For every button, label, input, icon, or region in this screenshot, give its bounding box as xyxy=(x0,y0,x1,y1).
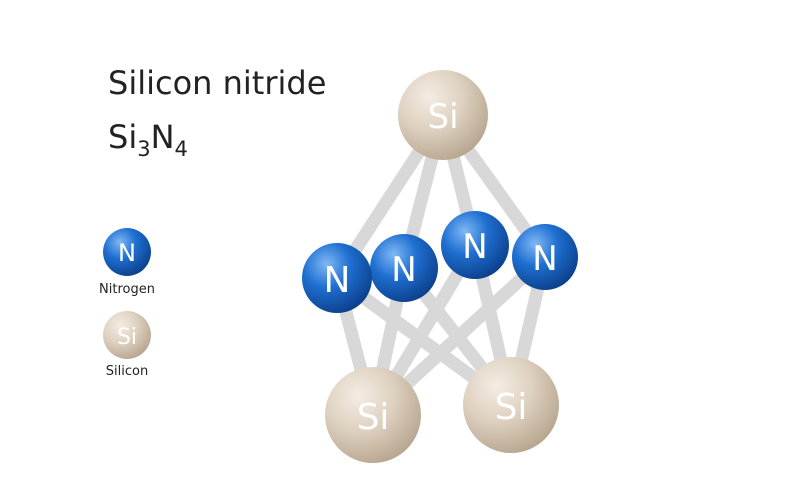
legend-silicon: Si xyxy=(103,311,151,359)
atom-label: Si xyxy=(357,397,390,438)
legend-nitrogen: N xyxy=(103,228,151,276)
page-title: Silicon nitride xyxy=(108,64,327,102)
nitrogen-atom xyxy=(512,224,578,290)
nitrogen-legend-ball xyxy=(103,228,151,276)
atom-label: N xyxy=(391,250,416,290)
legend-label-nitrogen: Nitrogen xyxy=(99,282,155,297)
atom-top-si: Si xyxy=(398,70,488,160)
silicon-atom xyxy=(463,357,559,453)
atom-bottom-right-si: Si xyxy=(463,357,559,453)
atom-label: N xyxy=(462,227,487,267)
silicon-atom xyxy=(325,367,421,463)
formula-si-count: 3 xyxy=(137,137,151,161)
nitrogen-atom xyxy=(302,243,372,313)
chemical-formula: Si3N4 xyxy=(108,118,188,161)
atom-n1: N xyxy=(302,243,372,313)
legend-symbol: N xyxy=(118,239,136,267)
atom-n3: N xyxy=(441,211,509,279)
legend-label-silicon: Silicon xyxy=(105,364,149,379)
formula-n-count: 4 xyxy=(174,137,188,161)
legend-symbol: Si xyxy=(117,325,137,350)
silicon-legend-ball xyxy=(103,311,151,359)
atom-label: N xyxy=(324,260,351,301)
nitrogen-atom xyxy=(441,211,509,279)
formula-n: N xyxy=(150,118,175,156)
nitrogen-atom xyxy=(370,234,438,302)
atom-label: Si xyxy=(427,97,458,137)
atom-label: N xyxy=(532,239,557,279)
atom-n4: N xyxy=(512,224,578,290)
atom-n2: N xyxy=(370,234,438,302)
atom-label: Si xyxy=(495,387,528,428)
silicon-atom xyxy=(398,70,488,160)
atom-bottom-left-si: Si xyxy=(325,367,421,463)
formula-si: Si xyxy=(108,118,138,156)
